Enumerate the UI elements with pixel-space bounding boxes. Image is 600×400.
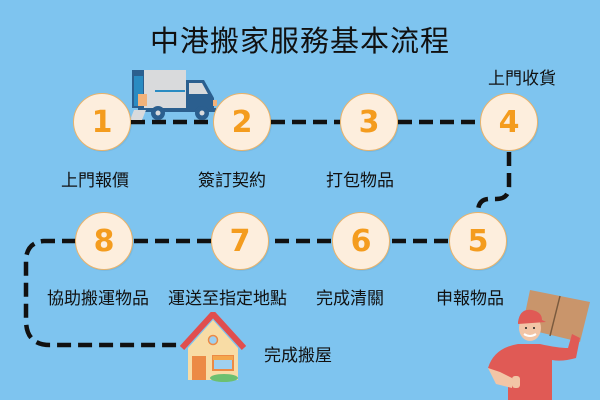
step-7-label: 運送至指定地點 <box>168 289 287 309</box>
step-8-label: 協助搬運物品 <box>47 289 149 309</box>
moving-truck-illustration <box>130 70 217 120</box>
step-3-label: 打包物品 <box>326 171 394 191</box>
step-6-label: 完成清關 <box>316 289 384 309</box>
step-8-circle: 8 <box>75 212 133 270</box>
step-5-label: 申報物品 <box>436 289 504 309</box>
final-label: 完成搬屋 <box>264 346 332 366</box>
step-2-circle: 2 <box>213 93 271 151</box>
delivery-man-illustration <box>488 290 590 400</box>
step-6-circle: 6 <box>332 212 390 270</box>
page-title: 中港搬家服務基本流程 <box>149 24 450 58</box>
step-4-circle: 4 <box>480 93 538 151</box>
step-1-label: 上門報價 <box>61 171 129 191</box>
step-3-circle: 3 <box>340 93 398 151</box>
step-1-circle: 1 <box>73 93 131 151</box>
step-2-label: 簽訂契約 <box>198 171 266 191</box>
step-4-label: 上門收貨 <box>488 69 556 89</box>
house-illustration <box>180 312 246 382</box>
step-5-circle: 5 <box>449 212 507 270</box>
step-7-circle: 7 <box>211 212 269 270</box>
